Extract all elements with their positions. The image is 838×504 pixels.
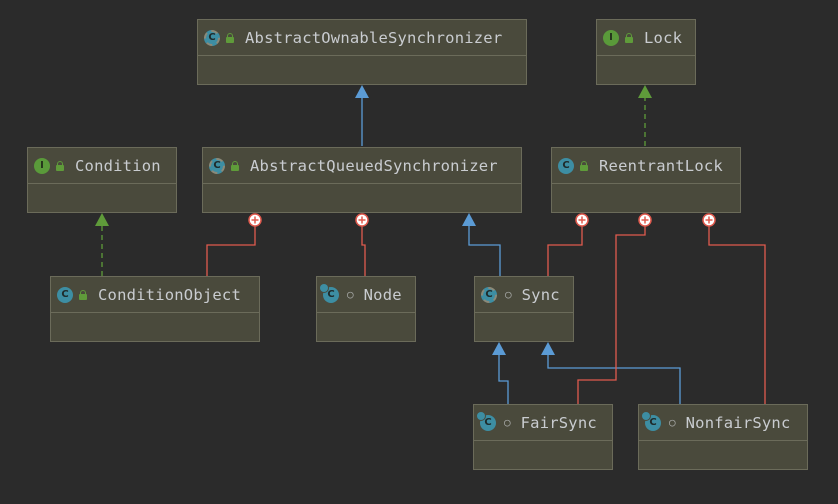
extends-edge-fair-sync	[498, 355, 509, 404]
public-lock-icon	[225, 32, 235, 43]
class-body	[198, 57, 526, 84]
static-class-icon: C	[320, 283, 339, 303]
extends-edge-nonfair-sync	[547, 355, 681, 404]
public-lock-icon	[579, 160, 589, 171]
public-lock-icon	[55, 160, 65, 171]
class-header: C ○ NonfairSync	[639, 405, 807, 441]
class-header: I Lock	[597, 20, 695, 56]
inner-edge-co-aqs	[206, 226, 256, 276]
arrow-head	[355, 85, 369, 98]
class-node-abstractownablesynchronizer[interactable]: C AbstractOwnableSynchronizer	[197, 19, 527, 85]
class-body	[552, 185, 740, 212]
class-header: C AbstractOwnableSynchronizer	[198, 20, 526, 56]
class-node-node[interactable]: C ○ Node	[316, 276, 416, 342]
arrow-head	[492, 342, 506, 355]
package-private-icon: ○	[347, 288, 354, 301]
class-node-reentrantlock[interactable]: C ReentrantLock	[551, 147, 741, 213]
class-node-conditionobject[interactable]: C ConditionObject	[50, 276, 260, 342]
class-node-sync[interactable]: C ○ Sync	[474, 276, 574, 342]
class-header: C ○ Node	[317, 277, 415, 313]
class-header: C ○ Sync	[475, 277, 573, 313]
abstract-class-icon: C	[209, 157, 225, 174]
class-body	[475, 314, 573, 341]
class-body	[203, 185, 521, 212]
class-body	[639, 442, 807, 469]
inner-edges	[206, 226, 766, 404]
class-body	[474, 442, 612, 469]
interface-icon: I	[34, 157, 50, 174]
arrow-head	[95, 213, 109, 226]
class-header: C ReentrantLock	[552, 148, 740, 184]
class-name: AbstractQueuedSynchronizer	[250, 156, 498, 175]
class-name: Sync	[521, 285, 560, 304]
package-private-icon: ○	[505, 288, 512, 301]
class-name: AbstractOwnableSynchronizer	[245, 28, 503, 47]
inner-edge-nonfair-rl	[708, 226, 766, 404]
class-body	[317, 314, 415, 341]
package-private-icon: ○	[669, 416, 676, 429]
public-lock-icon	[230, 160, 240, 171]
class-header: C ○ FairSync	[474, 405, 612, 441]
interface-node-condition[interactable]: I Condition	[27, 147, 177, 213]
public-lock-icon	[78, 289, 88, 300]
circled-plus-icon	[355, 213, 369, 227]
circled-plus-icon	[248, 213, 262, 227]
abstract-class-icon: C	[204, 29, 220, 46]
static-class-icon: C	[642, 411, 661, 431]
class-name: Condition	[75, 156, 161, 175]
class-name: FairSync	[520, 413, 597, 432]
abstract-static-class-icon: C	[481, 286, 497, 303]
inner-connectors	[248, 213, 716, 227]
inner-edge-node-aqs	[361, 226, 366, 276]
inner-edge-sync-rl	[547, 226, 583, 276]
circled-plus-icon	[575, 213, 589, 227]
public-lock-icon	[624, 32, 634, 43]
class-header: I Condition	[28, 148, 176, 184]
class-icon: C	[57, 286, 73, 303]
class-body	[597, 57, 695, 84]
interface-node-lock[interactable]: I Lock	[596, 19, 696, 85]
static-class-icon: C	[477, 411, 496, 431]
class-name: ReentrantLock	[599, 156, 723, 175]
class-header: C ConditionObject	[51, 277, 259, 313]
class-header: C AbstractQueuedSynchronizer	[203, 148, 521, 184]
extends-edge-sync-aqs	[468, 226, 501, 276]
arrow-head	[541, 342, 555, 355]
class-node-fairsync[interactable]: C ○ FairSync	[473, 404, 613, 470]
package-private-icon: ○	[504, 416, 511, 429]
class-node-nonfairsync[interactable]: C ○ NonfairSync	[638, 404, 808, 470]
class-name: Node	[363, 285, 402, 304]
circled-plus-icon	[638, 213, 652, 227]
class-node-abstractqueuedsynchronizer[interactable]: C AbstractQueuedSynchronizer	[202, 147, 522, 213]
circled-plus-icon	[702, 213, 716, 227]
inner-edge-fair-rl	[577, 226, 646, 404]
class-body	[51, 314, 259, 341]
interface-icon: I	[603, 29, 619, 46]
class-name: ConditionObject	[98, 285, 241, 304]
arrow-head	[462, 213, 476, 226]
class-name: Lock	[644, 28, 683, 47]
class-body	[28, 185, 176, 212]
arrow-head	[638, 85, 652, 98]
class-name: NonfairSync	[685, 413, 791, 432]
class-icon: C	[558, 157, 574, 174]
